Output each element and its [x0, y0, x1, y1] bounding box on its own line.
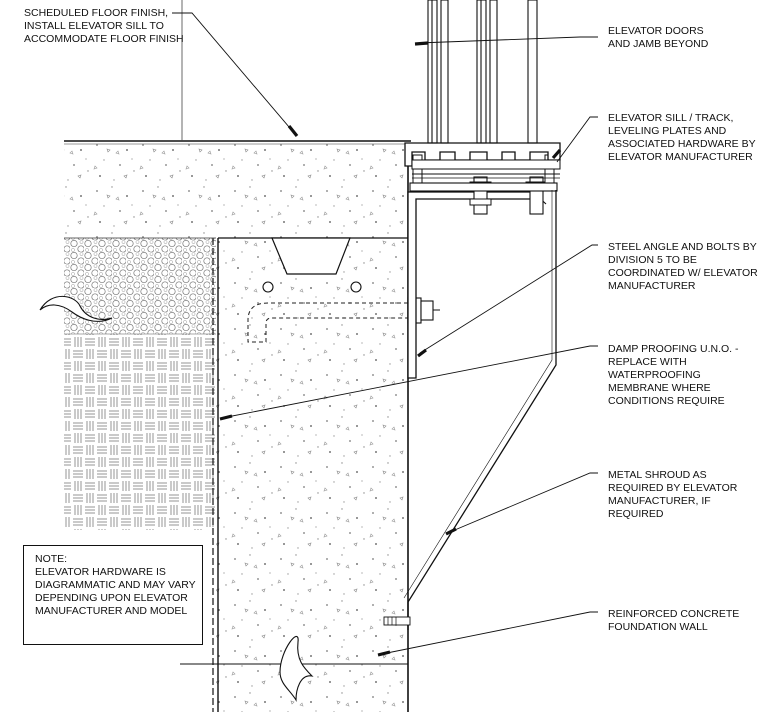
- note-line: DEPENDING UPON ELEVATOR: [35, 592, 188, 604]
- callout-line: ACCOMMODATE FLOOR FINISH: [24, 33, 184, 45]
- embedded-anchor: [247, 302, 408, 343]
- callout-line: DAMP PROOFING U.N.O. -: [608, 343, 739, 355]
- callout-line: MANUFACTURER: [608, 280, 696, 292]
- callout-line: ASSOCIATED HARDWARE BY: [608, 138, 756, 150]
- callout-floor-finish: SCHEDULED FLOOR FINISH, INSTALL ELEVATOR…: [24, 7, 184, 46]
- callout-line: METAL SHROUD AS: [608, 469, 707, 481]
- callout-line: FOUNDATION WALL: [608, 621, 708, 633]
- callout-elevator-doors: ELEVATOR DOORS AND JAMB BEYOND: [608, 25, 708, 51]
- callout-metal-shroud: METAL SHROUD AS REQUIRED BY ELEVATOR MAN…: [608, 469, 737, 521]
- callout-line: ELEVATOR MANUFACTURER: [608, 151, 753, 163]
- note-box: NOTE: ELEVATOR HARDWARE IS DIAGRAMMATIC …: [23, 545, 203, 645]
- callout-foundation-wall: REINFORCED CONCRETE FOUNDATION WALL: [608, 608, 739, 634]
- note-line: ELEVATOR HARDWARE IS: [35, 566, 166, 578]
- callout-steel-angle: STEEL ANGLE AND BOLTS BY DIVISION 5 TO B…: [608, 241, 758, 293]
- note-title: NOTE:: [35, 553, 68, 565]
- steel-angle: [407, 191, 534, 379]
- callout-line: ELEVATOR SILL / TRACK,: [608, 112, 734, 124]
- foundation-wall: [216, 238, 408, 712]
- break-line-left: [39, 295, 113, 322]
- note-line: MANUFACTURER AND MODEL: [35, 605, 188, 617]
- callout-line: REPLACE WITH: [608, 356, 687, 368]
- sill-recess: [271, 237, 351, 275]
- callout-line: MEMBRANE WHERE: [608, 382, 711, 394]
- callout-line: REQUIRED: [608, 508, 664, 520]
- callout-line: INSTALL ELEVATOR SILL TO: [24, 20, 164, 32]
- metal-shroud: [407, 190, 557, 630]
- callout-line: AND JAMB BEYOND: [608, 38, 709, 50]
- elevator-sill: [404, 142, 561, 167]
- soil-backfill: [64, 334, 216, 530]
- callout-line: DIVISION 5 TO BE: [608, 254, 697, 266]
- callout-line: STEEL ANGLE AND BOLTS BY: [608, 241, 757, 253]
- break-line-bottom: [279, 635, 314, 702]
- note-text: NOTE: ELEVATOR HARDWARE IS DIAGRAMMATIC …: [35, 553, 202, 618]
- floor-slab: [64, 143, 409, 238]
- callout-elevator-sill: ELEVATOR SILL / TRACK, LEVELING PLATES A…: [608, 112, 756, 164]
- callout-line: REINFORCED CONCRETE: [608, 608, 740, 620]
- callout-line: SCHEDULED FLOOR FINISH,: [24, 7, 169, 19]
- callout-line: LEVELING PLATES AND: [608, 125, 727, 137]
- callout-line: MANUFACTURER, IF: [608, 495, 711, 507]
- callout-line: COORDINATED W/ ELEVATOR: [608, 267, 758, 279]
- callout-line: WATERPROOFING: [608, 369, 701, 381]
- elevator-doors: [427, 0, 538, 144]
- callout-line: ELEVATOR DOORS: [608, 25, 704, 37]
- callout-damp-proofing: DAMP PROOFING U.N.O. - REPLACE WITH WATE…: [608, 343, 738, 408]
- callout-line: CONDITIONS REQUIRE: [608, 395, 725, 407]
- callout-line: REQUIRED BY ELEVATOR: [608, 482, 738, 494]
- note-line: DIAGRAMMATIC AND MAY VARY: [35, 579, 196, 591]
